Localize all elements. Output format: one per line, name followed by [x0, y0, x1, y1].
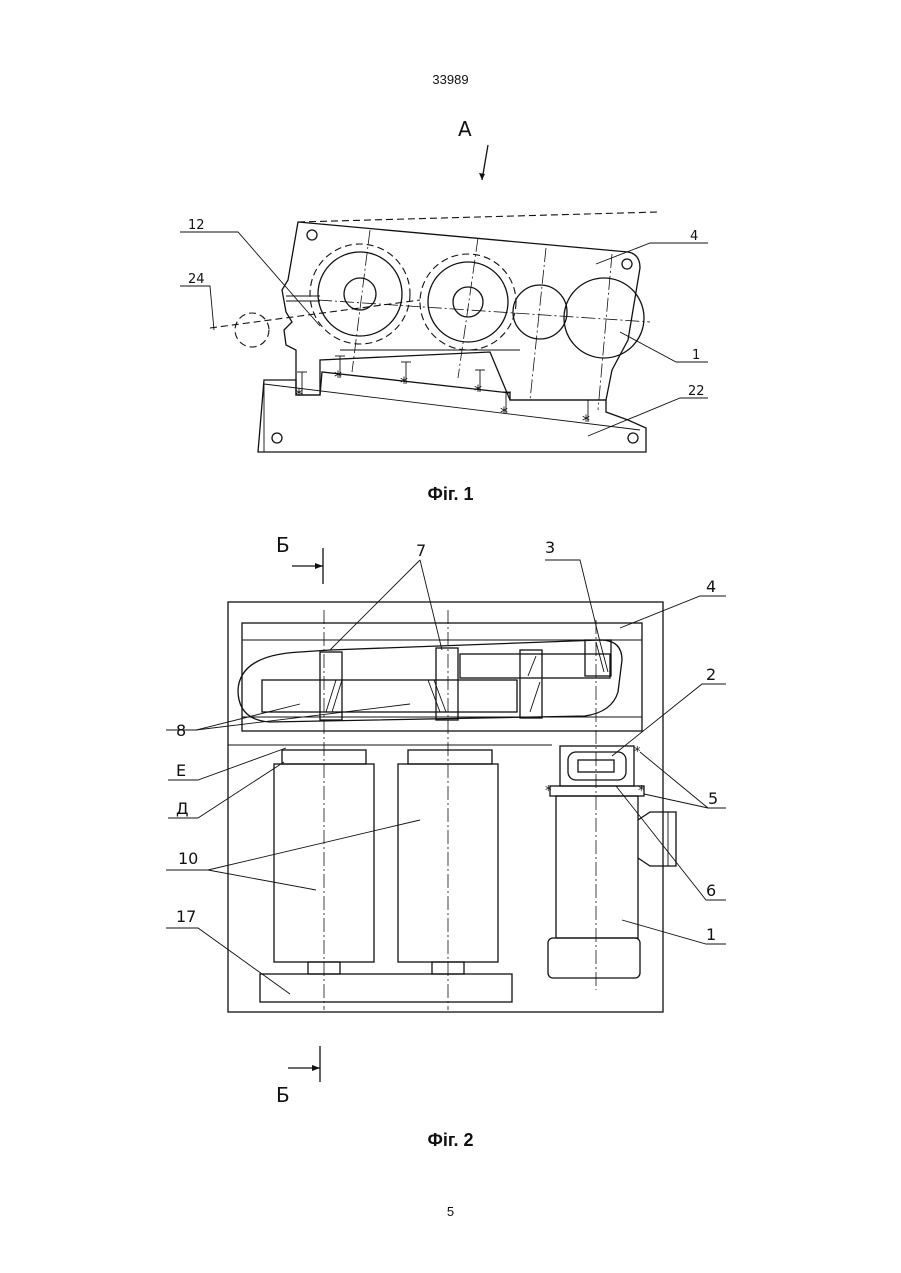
- mounting-hole: [272, 433, 282, 443]
- label-7: 7: [416, 541, 426, 560]
- gear-left: [320, 652, 342, 720]
- view-letter-a: А: [458, 117, 472, 141]
- motor-body: [556, 796, 638, 938]
- gear-large-left: [318, 252, 402, 336]
- raised-position-line: [298, 212, 658, 222]
- mounting-hole: [628, 433, 638, 443]
- base-plate-17: [260, 974, 512, 1002]
- gear-3: [585, 640, 611, 676]
- section-mark-top: Б: [276, 533, 290, 557]
- shaft-outline: [238, 640, 622, 722]
- gear-teeth: [326, 642, 608, 712]
- gear-hub: [453, 287, 483, 317]
- gear-large-mid: [428, 262, 508, 342]
- label-4: 4: [690, 229, 698, 244]
- svg-text:*: *: [638, 784, 645, 799]
- label-10: 10: [178, 849, 198, 868]
- label-e: Е: [176, 761, 186, 780]
- label-17: 17: [176, 907, 196, 926]
- svg-text:*: *: [334, 367, 342, 386]
- page-number: 5: [0, 1204, 901, 1219]
- label-5: 5: [708, 789, 718, 808]
- label-1: 1: [706, 925, 716, 944]
- label-12: 12: [188, 218, 205, 233]
- svg-text:*: *: [400, 373, 408, 392]
- svg-text:*: *: [295, 385, 303, 404]
- section-mark-bottom: Б: [276, 1083, 290, 1107]
- weld-marks: * * * * * *: [295, 367, 590, 430]
- gear-hub: [344, 278, 376, 310]
- gear-small: [513, 285, 567, 339]
- svg-text:*: *: [500, 403, 508, 422]
- figure-1-drawing: А * * * * * *: [0, 0, 901, 480]
- figure-2-caption: Фіг. 2: [0, 1130, 901, 1151]
- view-arrow-head: [479, 173, 485, 180]
- coupling-2: [568, 752, 626, 780]
- svg-text:*: *: [545, 784, 552, 799]
- label-d: Д: [176, 799, 189, 818]
- bolts: [297, 356, 593, 422]
- external-gear-24: [235, 313, 269, 347]
- figure-1-caption: Фіг. 1: [0, 484, 901, 505]
- lower-shaft: [262, 680, 517, 712]
- motor-flange: [550, 786, 644, 796]
- label-22: 22: [688, 384, 705, 399]
- mounting-hole: [307, 230, 317, 240]
- label-4: 4: [706, 577, 716, 596]
- motor-fan-cover: [548, 938, 640, 978]
- outer-frame: [228, 602, 663, 1012]
- gearbox-block: [242, 623, 642, 731]
- svg-text:*: *: [582, 411, 590, 430]
- label-3: 3: [545, 538, 555, 557]
- terminal-box: [638, 812, 676, 866]
- label-24: 24: [188, 272, 205, 287]
- label-6: 6: [706, 881, 716, 900]
- label-8: 8: [176, 721, 186, 740]
- label-2: 2: [706, 665, 716, 684]
- figure-2-drawing: Б Б ***: [0, 520, 901, 1120]
- mounting-hole: [622, 259, 632, 269]
- svg-text:*: *: [474, 381, 482, 400]
- roll-flange: [408, 750, 492, 764]
- label-1: 1: [692, 348, 700, 363]
